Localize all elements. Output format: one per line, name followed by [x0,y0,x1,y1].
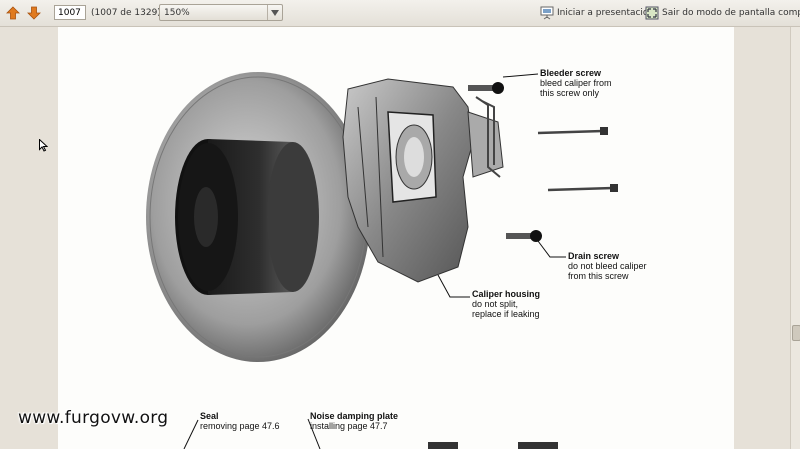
start-presentation-button[interactable]: Iniciar a presentación [540,5,654,21]
next-page-button[interactable] [26,5,42,21]
page-count-label: (1007 de 1329) [91,8,161,18]
exit-fullscreen-label: Sair do modo de pantalla completa [662,8,800,18]
mouse-pointer-icon [39,139,48,152]
previous-page-button[interactable] [5,5,21,21]
zoom-select[interactable]: 150% [159,4,283,21]
site-watermark: www.furgovw.org [18,408,169,428]
vertical-scrollbar[interactable] [790,27,800,449]
page-number-input[interactable] [54,5,86,20]
seal-label: Seal removing page 47.6 [200,411,280,431]
noise-damping-plate-label: Noise damping plate installing page 47.7 [310,411,399,431]
caliper-housing-label: Caliper housing do not split, replace if… [472,289,541,319]
viewer-toolbar: (1007 de 1329) 150% Iniciar a presentaci… [0,0,800,27]
arrow-down-icon [27,6,41,20]
arrow-up-icon [6,6,20,20]
fullscreen-icon [645,6,659,20]
scrollbar-thumb[interactable] [792,325,800,341]
zoom-value: 150% [164,8,190,18]
drain-screw-label: Drain screw do not bleed caliper from th… [568,251,647,281]
exit-fullscreen-button[interactable]: Sair do modo de pantalla completa [645,5,800,21]
brake-caliper-illustration [146,72,618,449]
document-page[interactable]: Bleeder screw bleed caliper from this sc… [58,27,734,449]
chevron-down-icon [267,5,282,20]
presentation-icon [540,6,554,20]
bleeder-screw-label: Bleeder screw bleed caliper from this sc… [540,68,612,98]
start-presentation-label: Iniciar a presentación [557,8,655,18]
